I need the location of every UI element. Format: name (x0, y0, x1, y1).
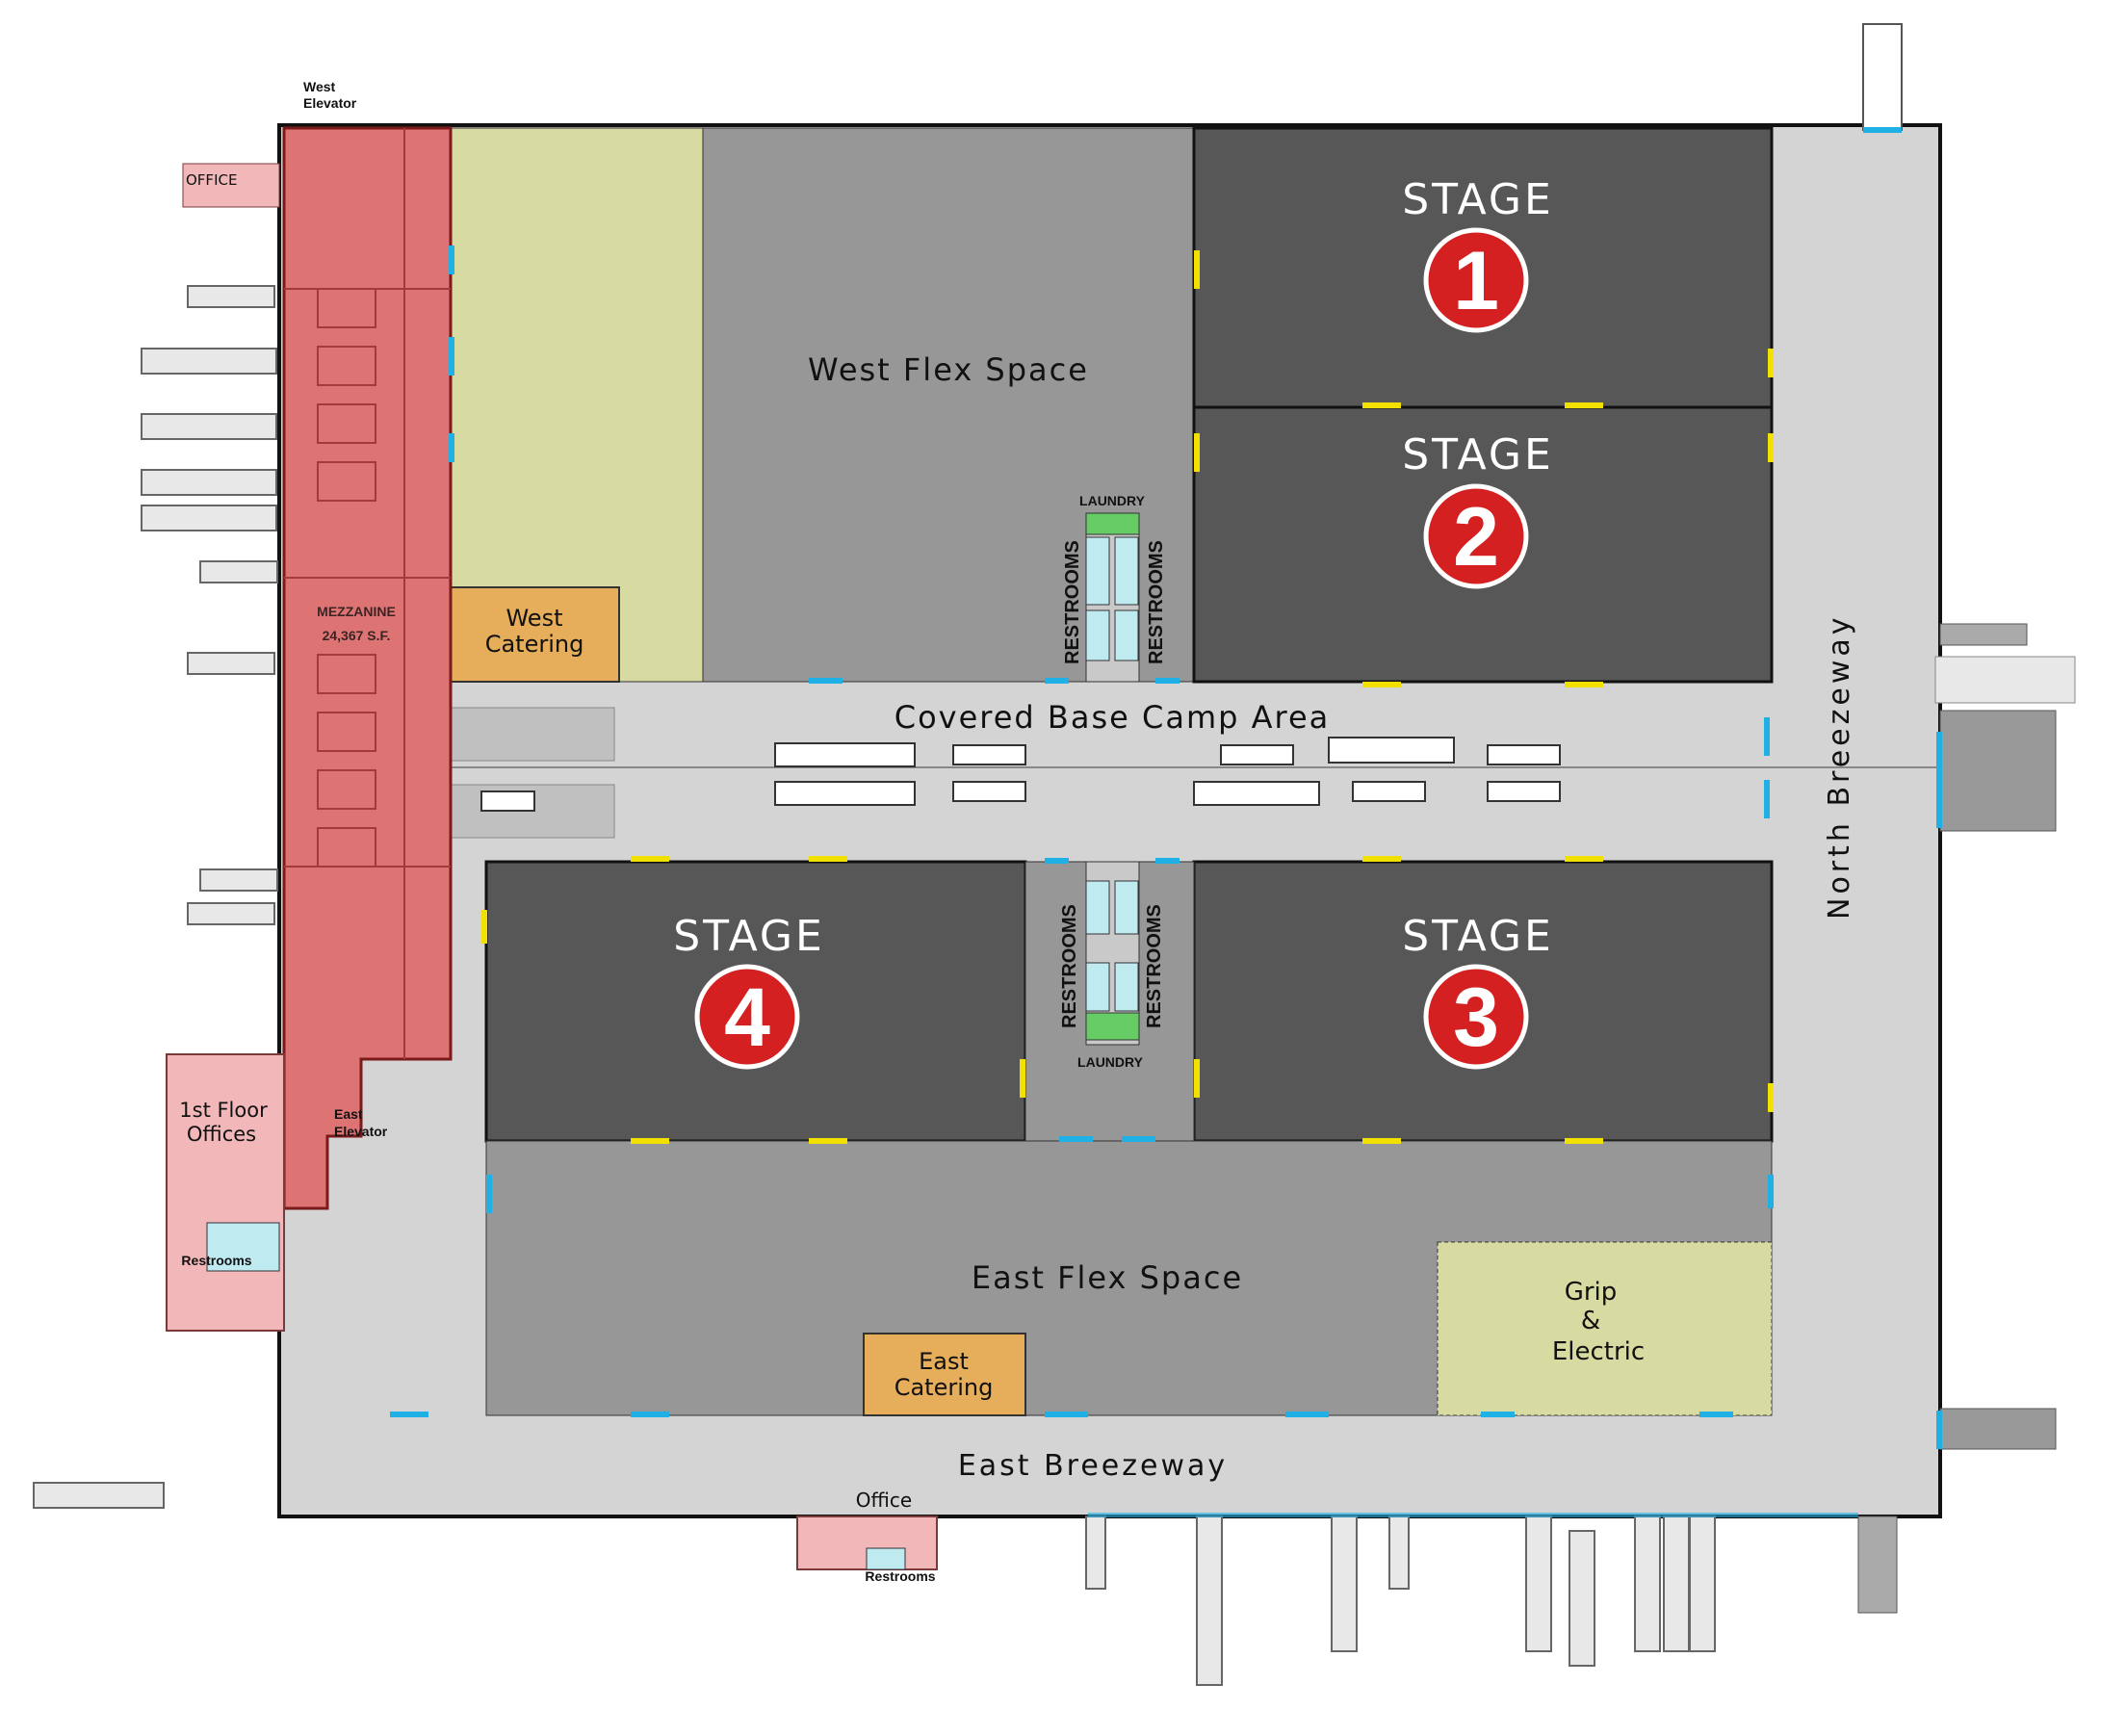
restroom-top-cyan-1 (1085, 536, 1110, 606)
stage-2-badge (1423, 483, 1529, 589)
trailer (1328, 737, 1455, 764)
restrooms-south-cyan (866, 1547, 906, 1570)
stage-doors-yellow (481, 250, 1774, 1144)
stage-3-badge (1423, 964, 1529, 1070)
stage-3-number: 3 (1453, 972, 1499, 1064)
trailer (1487, 781, 1561, 802)
east-dock-trailer (1934, 656, 2076, 704)
east-catering-label-1: East (919, 1348, 969, 1375)
restroom-top-cyan-4 (1114, 609, 1139, 661)
restrooms-bot-left-label: RESTROOMS (1059, 904, 1080, 1028)
grip-label-2: & (1581, 1307, 1600, 1335)
car (480, 790, 535, 812)
first-floor-label-1: 1st Floor (179, 1099, 268, 1122)
office-nw (182, 163, 280, 208)
stage-1-badge (1423, 227, 1529, 333)
north-breezeway-label: North Breezeway (1823, 614, 1856, 920)
west-catering-label-2: Catering (485, 631, 584, 658)
doors-blue (390, 127, 1942, 1517)
east-elevator-label-1: East (334, 1106, 363, 1122)
stage-4-number: 4 (724, 972, 770, 1064)
grip-electric-area (1437, 1241, 1773, 1416)
east-dock-1 (1939, 623, 2028, 646)
office-nw-label: OFFICE (186, 171, 237, 189)
restroom-top-cyan-3 (1085, 609, 1110, 661)
restrooms-top-right-label: RESTROOMS (1146, 540, 1167, 664)
stage-2-number: 2 (1453, 491, 1499, 583)
trailer (1220, 744, 1294, 765)
trailer (774, 742, 916, 767)
mezzanine-label-1: MEZZANINE (317, 604, 396, 619)
east-breezeway-label: East Breezeway (958, 1449, 1228, 1483)
stage-1-number: 1 (1453, 235, 1499, 327)
mezzanine-detail (284, 128, 451, 1059)
mezzanine-label-2: 24,367 S.F. (323, 628, 391, 643)
first-floor-offices (166, 1053, 285, 1332)
restrooms-top-left-label: RESTROOMS (1062, 540, 1083, 664)
stage-4-word: STAGE (673, 912, 825, 961)
laundry-top-label: LAUNDRY (1079, 493, 1146, 508)
laundry-bottom-green (1085, 1012, 1140, 1041)
trailer (952, 744, 1026, 765)
west-elevator-label-1: West (303, 79, 336, 94)
east-catering-label-2: Catering (894, 1374, 994, 1401)
restroom-bot-cyan-2 (1114, 880, 1139, 935)
laundry-bottom-label: LAUNDRY (1077, 1054, 1144, 1070)
basecamp-parking-1 (450, 707, 615, 762)
stage-3-word: STAGE (1402, 912, 1554, 961)
west-elevator-label-2: Elevator (303, 95, 357, 111)
stage-4-badge (694, 964, 800, 1070)
east-dock-3 (1939, 1408, 2057, 1450)
west-catering (450, 586, 620, 683)
east-elevator-label-2: Elevator (334, 1124, 388, 1139)
first-floor-label-2: Offices (187, 1123, 256, 1146)
stage-1-word: STAGE (1402, 175, 1554, 224)
restrooms-bot-right-label: RESTROOMS (1144, 904, 1165, 1028)
restroom-top-cyan-2 (1114, 536, 1139, 606)
west-trucks (33, 285, 278, 1509)
covered-base-camp-label: Covered Base Camp Area (894, 699, 1331, 736)
east-catering (863, 1333, 1026, 1416)
restrooms-sw-label: Restrooms (181, 1253, 251, 1268)
south-trucks (1085, 1516, 1716, 1686)
restroom-bot-cyan-1 (1085, 880, 1110, 935)
restrooms-south-label: Restrooms (865, 1568, 935, 1584)
east-dock-4 (1857, 1516, 1898, 1614)
trailer (1193, 781, 1320, 806)
trailer (774, 781, 916, 806)
west-catering-label-1: West (506, 605, 562, 632)
north-dock-stub (1862, 23, 1903, 131)
restroom-bot-cyan-4 (1114, 962, 1139, 1012)
east-flex-label: East Flex Space (972, 1259, 1243, 1296)
trailers (480, 737, 1561, 812)
mezzanine (282, 126, 453, 1210)
trailer (1487, 744, 1561, 765)
trailer (952, 781, 1026, 802)
laundry-top-green (1085, 512, 1140, 535)
grip-label-3: Electric (1552, 1337, 1645, 1366)
east-dock-2 (1939, 710, 2057, 832)
restroom-bot-cyan-3 (1085, 962, 1110, 1012)
west-flex-label: West Flex Space (808, 351, 1089, 388)
grip-label-1: Grip (1565, 1278, 1618, 1307)
restrooms-sw-cyan (206, 1222, 280, 1272)
stage-2-word: STAGE (1402, 430, 1554, 479)
office-south-label: Office (856, 1489, 912, 1512)
trailer (1352, 781, 1426, 802)
